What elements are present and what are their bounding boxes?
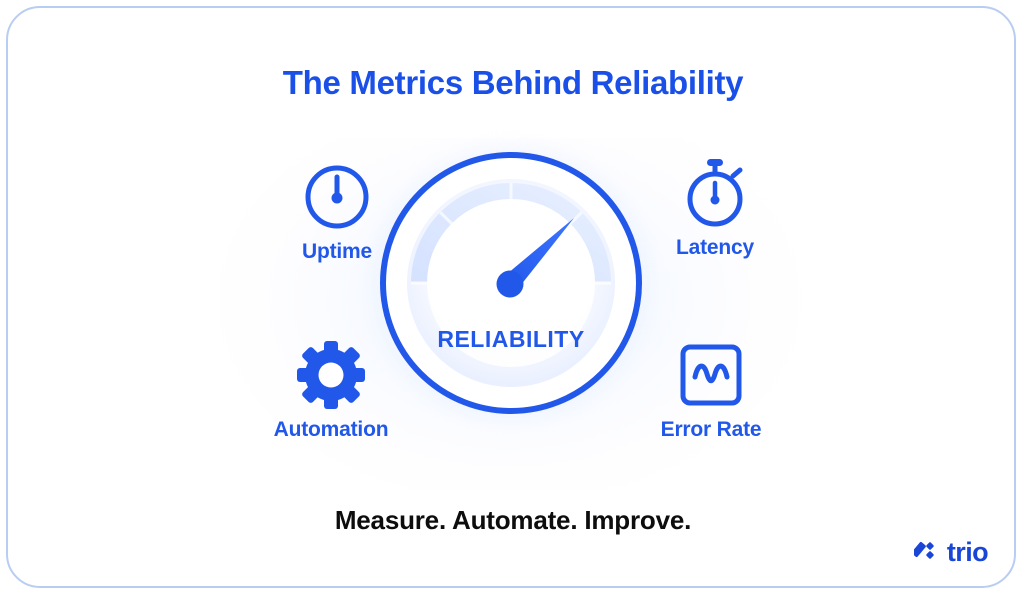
metric-automation-label: Automation bbox=[273, 418, 389, 441]
tagline: Measure. Automate. Improve. bbox=[334, 505, 692, 535]
waveform-icon bbox=[626, 338, 796, 412]
gear-icon bbox=[246, 338, 416, 412]
gauge-needle bbox=[496, 218, 574, 298]
metric-latency[interactable]: Latency bbox=[630, 156, 800, 260]
metric-errorrate-label: Error Rate bbox=[660, 418, 762, 441]
reliability-diagram: RELIABILITY Uptime bbox=[216, 136, 804, 490]
metric-latency-label: Latency bbox=[676, 236, 754, 259]
infographic-card: The Metrics Behind Reliability bbox=[6, 6, 1016, 588]
metric-uptime-label: Uptime bbox=[302, 240, 372, 263]
clock-icon bbox=[252, 160, 422, 234]
trio-logo-text: trio bbox=[946, 537, 989, 567]
page-title: The Metrics Behind Reliability bbox=[282, 64, 744, 101]
reliability-gauge: RELIABILITY bbox=[364, 136, 658, 430]
trio-logo-mark bbox=[911, 537, 940, 568]
trio-logo[interactable]: trio bbox=[911, 537, 989, 568]
metric-automation[interactable]: Automation bbox=[246, 338, 416, 442]
gauge-center-label: RELIABILITY bbox=[437, 326, 585, 352]
stopwatch-icon bbox=[630, 156, 800, 230]
metric-errorrate[interactable]: Error Rate bbox=[626, 338, 796, 442]
metric-uptime[interactable]: Uptime bbox=[252, 160, 422, 264]
